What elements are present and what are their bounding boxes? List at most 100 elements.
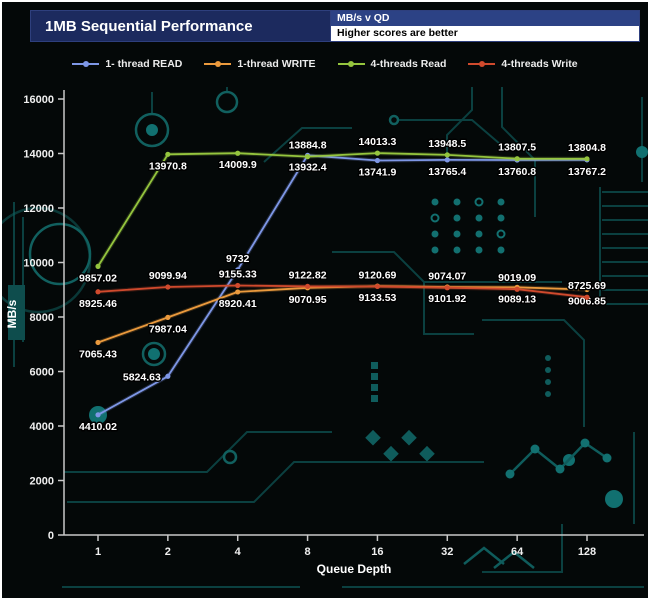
legend-marker-icon <box>337 61 365 67</box>
y-tick-label: 2000 <box>30 476 54 488</box>
data-point <box>235 282 241 289</box>
legend-label: 4-threads Write <box>501 58 578 70</box>
series-line <box>97 284 588 299</box>
data-label: 13932.4 <box>289 161 327 173</box>
subtitle-note: Higher scores are better <box>331 26 639 41</box>
series-line <box>97 152 588 267</box>
data-label: 9074.07 <box>428 271 466 283</box>
data-label: 13760.8 <box>498 166 536 178</box>
legend-dot-icon <box>348 61 355 67</box>
data-point <box>95 263 101 269</box>
data-label: 13884.8 <box>289 140 327 152</box>
chart-legend: 1- thread READ 1-thread WRITE 4-threads Re… <box>2 55 648 73</box>
data-label: 9732 <box>226 253 250 265</box>
y-tick-label: 12000 <box>23 203 54 215</box>
data-label: 8725.69 <box>568 280 606 292</box>
legend-marker-icon <box>204 61 232 67</box>
data-point <box>444 157 450 163</box>
data-point <box>95 289 101 295</box>
legend-label: 1- thread READ <box>105 58 183 70</box>
data-point <box>165 373 171 379</box>
y-tick-label: 0 <box>48 530 54 542</box>
x-axis-title: Queue Depth <box>317 562 392 576</box>
legend-item[interactable]: 4-threads Write <box>468 58 578 70</box>
circuit-zigzag <box>463 438 612 569</box>
data-point <box>235 150 241 156</box>
data-label: 8920.41 <box>219 298 257 310</box>
data-point <box>235 267 241 273</box>
data-label: 9857.02 <box>79 272 117 284</box>
circuit-dot-matrix <box>430 197 506 254</box>
chart-header: 1MB Sequential Performance MB/s v QD Hig… <box>30 10 640 42</box>
x-tick-label: 8 <box>305 546 311 558</box>
legend-item[interactable]: 1-thread WRITE <box>204 58 316 70</box>
data-label: 7987.04 <box>149 323 187 335</box>
data-label: 9133.53 <box>358 292 396 304</box>
legend-dot-icon <box>478 61 485 67</box>
data-label: 9099.94 <box>149 270 187 282</box>
y-axis-title-backing <box>8 285 25 340</box>
data-point <box>235 289 241 295</box>
data-point <box>165 284 171 290</box>
data-label: 13804.8 <box>568 142 606 154</box>
circuit-ring-group <box>2 90 400 465</box>
data-point <box>584 294 590 300</box>
x-tick-label: 64 <box>511 546 524 558</box>
data-label: 9019.09 <box>498 272 536 284</box>
data-point <box>514 286 520 292</box>
data-label: 8925.46 <box>79 298 117 310</box>
data-label: 9089.13 <box>498 293 536 305</box>
data-point <box>584 286 590 293</box>
data-point <box>304 283 311 290</box>
data-point <box>374 150 381 156</box>
data-label: 4410.02 <box>79 421 117 433</box>
x-tick-label: 128 <box>578 546 596 558</box>
data-label: 9070.95 <box>289 294 327 306</box>
circuit-square-group <box>365 355 551 462</box>
y-tick-label: 8000 <box>30 312 54 324</box>
data-label: 13765.4 <box>428 166 466 178</box>
data-point <box>584 156 590 162</box>
legend-item[interactable]: 4-threads Read <box>337 58 447 70</box>
x-tick-label: 32 <box>441 546 453 558</box>
y-tick-label: 6000 <box>30 367 54 379</box>
x-tick-label: 16 <box>371 546 383 558</box>
data-label: 13741.9 <box>358 167 396 179</box>
data-point <box>444 152 450 158</box>
y-tick-label: 10000 <box>23 258 54 270</box>
legend-marker-icon <box>468 61 496 67</box>
data-point <box>165 314 171 320</box>
chart-title-bar: 1MB Sequential Performance <box>31 11 331 41</box>
data-label: 9120.69 <box>358 269 396 281</box>
legend-item[interactable]: 1- thread READ <box>72 58 182 70</box>
subtitle-stack: MB/s v QD Higher scores are better <box>331 11 639 41</box>
data-label: 14013.3 <box>358 136 396 148</box>
x-tick-label: 1 <box>95 546 101 558</box>
data-label: 14009.9 <box>219 159 257 171</box>
y-tick-label: 14000 <box>23 149 54 161</box>
chart-title: 1MB Sequential Performance <box>45 17 253 35</box>
data-point <box>374 157 381 164</box>
data-point <box>444 285 450 291</box>
legend-dot-icon <box>214 61 221 67</box>
y-tick-label: 16000 <box>23 94 54 106</box>
data-point <box>165 151 171 157</box>
data-point <box>304 154 311 160</box>
data-label: 13970.8 <box>149 160 187 172</box>
data-label: 13807.5 <box>498 142 536 154</box>
legend-label: 4-threads Read <box>370 58 447 70</box>
legend-marker-icon <box>72 61 100 67</box>
y-axis-title: MB/s <box>5 299 19 328</box>
legend-dot-icon <box>82 61 89 67</box>
data-label: 9122.82 <box>289 269 327 281</box>
x-tick-label: 2 <box>165 546 171 558</box>
legend-label: 1-thread WRITE <box>237 58 316 70</box>
data-point <box>95 412 101 418</box>
data-point <box>95 339 101 346</box>
circuit-trace-group <box>13 87 648 588</box>
data-point <box>374 283 381 290</box>
data-label: 7065.43 <box>79 348 117 360</box>
data-label: 9006.85 <box>568 296 606 308</box>
